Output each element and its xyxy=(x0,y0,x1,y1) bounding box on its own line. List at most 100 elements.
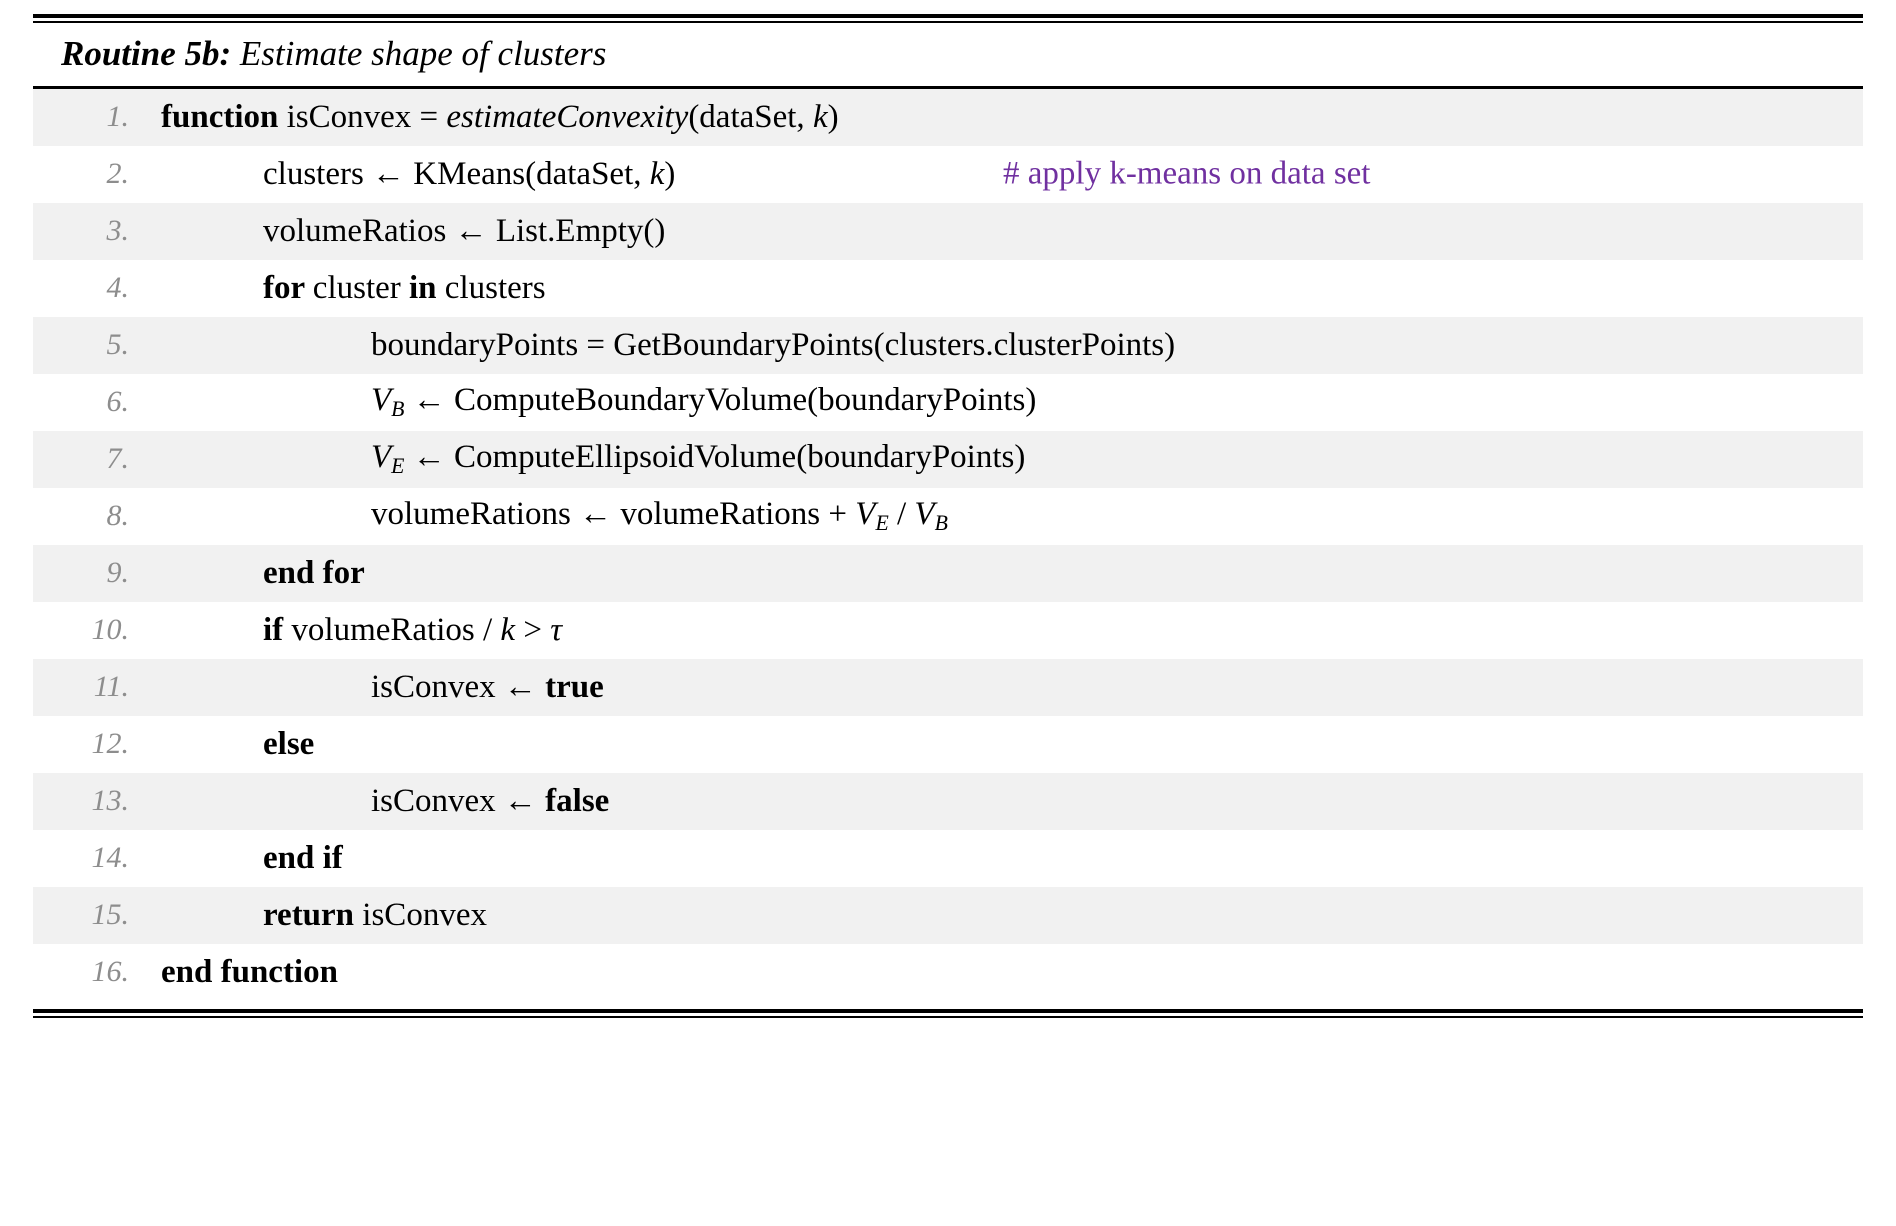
routine-title: Estimate shape of clusters xyxy=(239,34,607,73)
code-comment: # apply k-means on data set xyxy=(1003,155,1371,192)
code-keyword: end for xyxy=(263,554,365,591)
line-number: 15. xyxy=(91,898,130,932)
code-line-content: end if xyxy=(143,830,1863,887)
pseudocode-body: 1. function isConvex = estimateConvexity(… xyxy=(33,88,1863,1001)
code-text: clusters ← KMeans(dataSet, xyxy=(263,155,650,192)
code-line-row: 14. end if xyxy=(33,829,1863,887)
line-number: 10. xyxy=(91,613,130,647)
code-text: volumeRations ← volumeRations + xyxy=(371,496,856,533)
routine-label: Routine 5b: xyxy=(61,34,232,73)
code-line-row: 9. end for xyxy=(33,544,1863,602)
code-line-content: function isConvex = estimateConvexity(da… xyxy=(143,89,1863,146)
code-line-content: isConvex ← true xyxy=(143,659,1863,716)
line-number: 1. xyxy=(106,100,130,134)
code-line-content: volumeRations ← volumeRations + VE / VB xyxy=(143,488,1863,545)
code-line-row: 1. function isConvex = estimateConvexity(… xyxy=(33,88,1863,146)
code-line-row: 13. isConvex ← false xyxy=(33,772,1863,830)
code-line-row: 3. volumeRatios ← List.Empty() xyxy=(33,202,1863,260)
code-line-content: volumeRatios ← List.Empty() xyxy=(143,203,1863,260)
code-identifier-italic: k xyxy=(812,98,828,135)
bottom-border-thick xyxy=(33,1008,1863,1013)
pseudocode-table: 1. function isConvex = estimateConvexity(… xyxy=(33,88,1863,1001)
code-text: clusters xyxy=(444,269,546,306)
code-line-row: 12. else xyxy=(33,715,1863,773)
code-identifier-italic: k xyxy=(500,611,516,648)
code-line-content: else xyxy=(143,716,1863,773)
line-number: 9. xyxy=(106,556,130,590)
line-number: 16. xyxy=(91,955,130,989)
code-line-row: 6. VB ← ComputeBoundaryVolume(boundaryPoi… xyxy=(33,373,1863,431)
caption-divider xyxy=(33,85,1863,89)
code-text: cluster xyxy=(312,269,410,306)
code-identifier-italic: τ xyxy=(550,611,563,648)
code-line-content: end function xyxy=(143,944,1863,1001)
code-line-row: 15. return isConvex xyxy=(33,886,1863,944)
line-number: 8. xyxy=(106,499,130,533)
code-line-content: clusters ← KMeans(dataSet, k) # apply k-m… xyxy=(143,146,1863,203)
code-line-content: if volumeRatios / k > τ xyxy=(143,602,1863,659)
code-text: / xyxy=(888,496,915,533)
code-line-content: VB ← ComputeBoundaryVolume(boundaryPoint… xyxy=(143,374,1863,431)
code-line-row: 16. end function xyxy=(33,943,1863,1001)
line-number: 11. xyxy=(93,670,129,704)
code-text: isConvex ← xyxy=(371,668,546,705)
code-identifier-italic: k xyxy=(649,155,665,192)
code-line-row: 11. isConvex ← true xyxy=(33,658,1863,716)
math-subscript: B xyxy=(391,397,405,422)
line-number: 14. xyxy=(91,841,130,875)
code-keyword: for xyxy=(263,269,313,306)
math-variable: VB xyxy=(914,496,948,536)
code-text: ← ComputeBoundaryVolume(boundaryPoints) xyxy=(404,382,1037,419)
line-number: 6. xyxy=(106,385,130,419)
code-line-content: end for xyxy=(143,545,1863,602)
code-keyword: return xyxy=(263,896,363,933)
code-text: (dataSet, xyxy=(688,98,813,135)
code-line-row: 2. clusters ← KMeans(dataSet, k) # apply k… xyxy=(33,145,1863,203)
line-number: 13. xyxy=(91,784,130,818)
math-variable: VB xyxy=(371,382,405,422)
bottom-border-thin xyxy=(33,1015,1863,1018)
math-variable: VE xyxy=(855,496,889,536)
code-keyword: false xyxy=(545,782,610,819)
math-subscript: B xyxy=(934,511,948,536)
math-variable: VE xyxy=(371,439,405,479)
code-text: boundaryPoints = GetBoundaryPoints(clust… xyxy=(371,326,1176,363)
code-line-content: isConvex ← false xyxy=(143,773,1863,830)
code-line-content: VE ← ComputeEllipsoidVolume(boundaryPoin… xyxy=(143,431,1863,488)
line-number: 4. xyxy=(106,271,130,305)
code-line-content: return isConvex xyxy=(143,887,1863,944)
code-text: ) xyxy=(664,155,676,192)
code-keyword: in xyxy=(409,269,445,306)
line-number: 12. xyxy=(91,727,130,761)
code-line-content: boundaryPoints = GetBoundaryPoints(clust… xyxy=(143,317,1863,374)
code-keyword: function xyxy=(161,98,287,135)
math-subscript: E xyxy=(875,511,889,536)
code-line-content: for cluster in clusters xyxy=(143,260,1863,317)
code-line-row: 5. boundaryPoints = GetBoundaryPoints(clu… xyxy=(33,316,1863,374)
code-keyword: end function xyxy=(161,953,338,990)
code-text: isConvex ← xyxy=(371,782,546,819)
code-text: volumeRatios ← List.Empty() xyxy=(263,212,666,249)
line-number: 2. xyxy=(106,157,130,191)
code-text: ) xyxy=(827,98,839,135)
code-keyword: if xyxy=(263,611,292,648)
code-line-row: 7. VE ← ComputeEllipsoidVolume(boundaryPo… xyxy=(33,430,1863,488)
code-keyword: true xyxy=(545,668,604,705)
math-subscript: E xyxy=(391,454,405,479)
code-keyword: else xyxy=(263,725,315,762)
algorithm-block: Routine 5b: Estimate shape of clusters 1… xyxy=(33,0,1863,1018)
code-text: > xyxy=(515,611,551,648)
code-keyword: end if xyxy=(263,839,343,876)
line-number: 7. xyxy=(106,442,130,476)
code-text: isConvex xyxy=(362,896,487,933)
algorithm-caption: Routine 5b: Estimate shape of clusters xyxy=(33,23,1863,86)
top-border-thin xyxy=(33,21,1863,23)
code-line-row: 4. for cluster in clusters xyxy=(33,259,1863,317)
line-number: 5. xyxy=(106,328,130,362)
line-number: 3. xyxy=(106,214,130,248)
code-line-row: 8. volumeRations ← volumeRations + VE / V… xyxy=(33,487,1863,545)
code-text: ← ComputeEllipsoidVolume(boundaryPoints) xyxy=(404,439,1026,476)
top-border-thick xyxy=(33,14,1863,18)
code-identifier-italic: estimateConvexity xyxy=(446,98,689,135)
code-text: volumeRatios / xyxy=(291,611,501,648)
